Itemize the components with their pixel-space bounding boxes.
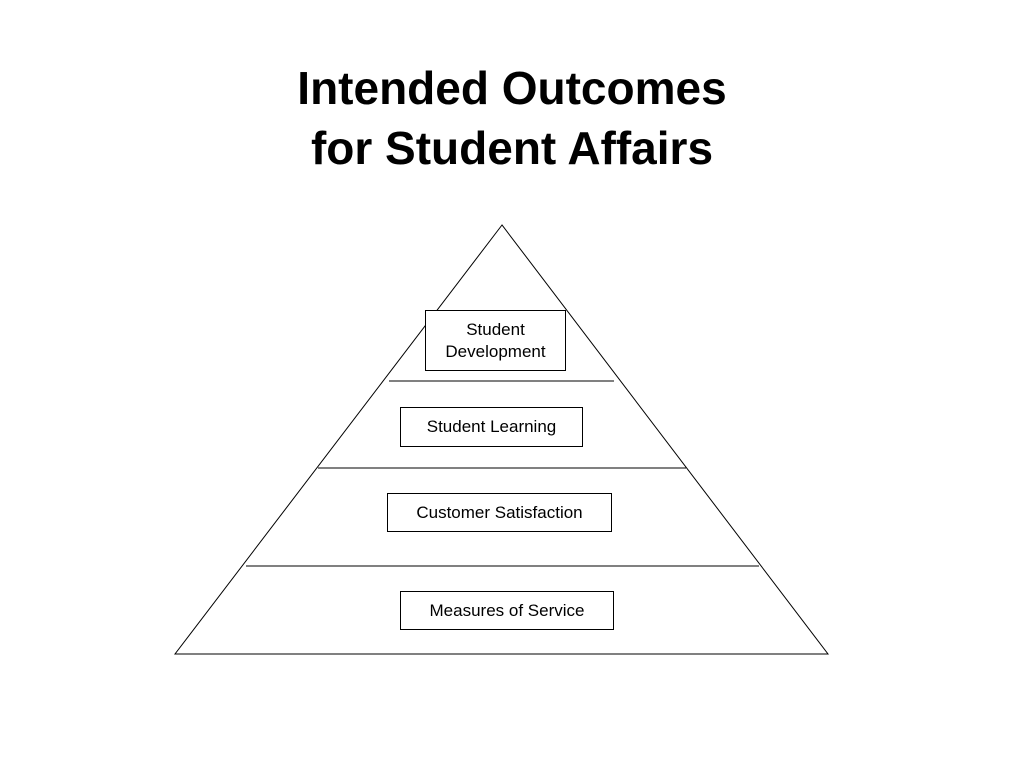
tier-label-text: Measures of Service [429,600,585,620]
tier-label-student-development: Student Development [425,310,566,371]
tier-label-text: Customer Satisfaction [416,502,583,522]
slide-title: Intended Outcomes for Student Affairs [0,58,1024,178]
title-line-2: for Student Affairs [310,122,714,174]
title-line-1: Intended Outcomes [297,62,727,114]
tier-label-measures-of-service: Measures of Service [400,591,614,630]
tier-label-line-1: Student [466,319,525,339]
tier-label-student-learning: Student Learning [400,407,583,447]
pyramid-outline [173,224,830,655]
tier-label-text: Student Learning [426,417,557,436]
tier-label-line-2: Development [445,341,546,361]
tier-label-customer-satisfaction: Customer Satisfaction [387,493,612,532]
